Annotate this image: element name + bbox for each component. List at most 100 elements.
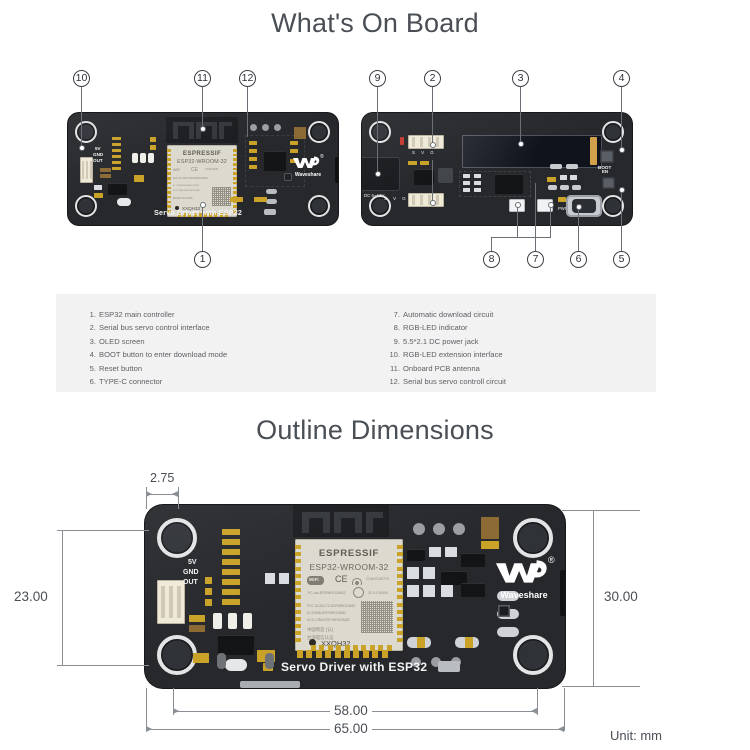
callout-8: 8	[483, 251, 500, 268]
leader-line-8-led1	[517, 205, 519, 237]
oled-screen	[462, 135, 602, 168]
leader-line-2-top	[432, 87, 434, 144]
servo-bus-connector-bottom	[408, 193, 444, 207]
mounting-hole	[75, 195, 97, 217]
power-led	[400, 137, 404, 145]
automatic-download-circuit	[459, 171, 531, 197]
leader-line-5	[621, 190, 623, 251]
leader-line-11	[202, 87, 204, 128]
callout-6: 6	[570, 251, 587, 268]
legend-item: 3. OLED screen	[82, 335, 227, 348]
wifi-mark-icon	[307, 576, 324, 585]
callout-7: 7	[527, 251, 544, 268]
oled-flex-cable	[590, 137, 597, 165]
mounting-hole	[602, 121, 624, 143]
callout-12: 12	[239, 70, 256, 87]
callout-5: 5	[613, 251, 630, 268]
registered-mark: ®	[320, 154, 324, 160]
leader-dot-1	[200, 203, 205, 207]
dim-arrow-65-left	[146, 726, 152, 732]
module-wifi-mark: WiFi	[173, 168, 181, 172]
callout-2: 2	[424, 70, 441, 87]
silk-servo-pins-top: S V G	[412, 150, 437, 155]
dim-tick-right-275	[178, 487, 179, 509]
whats-on-board-title: What's On Board	[271, 8, 479, 38]
leader-dot-5	[619, 188, 624, 192]
legend-text: RGB-LED extension interface	[403, 350, 503, 360]
module-code: XXQH32	[182, 206, 201, 211]
legend-text: TYPE-C connector	[99, 377, 163, 387]
silk-product-name: Servo Driver with ESP32	[281, 660, 428, 674]
leader-dot-10	[79, 146, 84, 150]
silk-out: OUT	[93, 158, 103, 163]
callout-1: 1	[194, 251, 211, 268]
legend-text: OLED screen	[99, 336, 145, 346]
mounting-hole	[513, 518, 553, 558]
dim-line-275	[146, 494, 178, 495]
silk-gnd: GND	[93, 152, 104, 157]
usb-connector-edge	[240, 681, 300, 688]
silk-out: OUT	[183, 579, 198, 586]
board-back-view: DC 6~12V S V G S V G	[362, 113, 632, 225]
silk-pwr: PWR	[558, 206, 568, 211]
legend-item: 9. 5.5*2.1 DC power jack	[386, 335, 506, 348]
silk-boot: BOOT	[598, 165, 612, 170]
boot-button[interactable]	[600, 150, 614, 163]
callout-10: 10	[73, 70, 90, 87]
legend-text: Onboard PCB antenna	[403, 363, 480, 373]
module-ce-mark: CE	[335, 574, 348, 584]
legend-number: 10.	[389, 350, 400, 360]
callout-11: 11	[194, 70, 211, 87]
legend-number: 9.	[393, 336, 400, 346]
mounting-hole	[602, 195, 624, 217]
leader-dot-11	[200, 127, 205, 131]
leader-line-2-bottom	[432, 160, 434, 202]
legend-column-left: 1. ESP32 main controller 2. Serial bus s…	[82, 308, 228, 388]
dim-ext-line-65-left	[146, 688, 147, 731]
leader-line-9	[377, 87, 379, 173]
legend-item: 8. RGB-LED indicator	[386, 321, 506, 334]
leader-line-8	[491, 237, 493, 251]
dim-ext-line-65-right	[564, 688, 565, 731]
callout-9: 9	[369, 70, 386, 87]
leader-dot-9	[375, 172, 380, 176]
legend-text: BOOT button to enter download mode	[99, 350, 228, 360]
mounting-hole	[513, 635, 553, 675]
module-part-number: ESP32-WROOM-32	[177, 159, 227, 165]
servo-bus-connector-top	[408, 135, 444, 149]
dim-ext-line-58-left	[173, 688, 174, 715]
leader-line-10	[81, 87, 83, 147]
legend-text: ESP32 main controller	[99, 310, 175, 319]
legend-item: 11. Onboard PCB antenna	[386, 362, 506, 375]
leader-dot-8-led1	[515, 203, 520, 207]
feature-legend-panel: 1. ESP32 main controller 2. Serial bus s…	[56, 294, 656, 392]
mounting-hole	[308, 195, 330, 217]
leader-line-3	[520, 87, 522, 143]
dim-arrow-275-left	[146, 491, 152, 497]
dim-ext-line-58-right	[537, 688, 538, 715]
dim-tick-left-275	[146, 487, 147, 509]
legend-text: Serial bus servo controll circuit	[403, 377, 506, 387]
dim-ext-line-30-bottom	[562, 686, 640, 687]
legend-column-right: 7. Automatic download circuit 8. RGB-LED…	[386, 308, 506, 388]
legend-item: 2. Serial bus servo control interface	[82, 321, 227, 334]
callout-4: 4	[613, 70, 630, 87]
leader-dot-4	[619, 148, 624, 152]
silk-product-name: Servo Driver with ESP32	[154, 208, 243, 217]
legend-number: 7.	[393, 310, 400, 319]
mounting-hole	[369, 121, 391, 143]
legend-number: 3.	[89, 336, 96, 346]
type-c-connector	[566, 195, 602, 217]
mounting-hole	[369, 195, 391, 217]
legend-item: 12. Serial bus servo controll circuit	[386, 375, 506, 388]
leader-dot-6	[576, 205, 581, 209]
silk-5v: 5V	[188, 559, 197, 566]
dim-ext-line-23-top	[57, 530, 149, 531]
reset-button[interactable]	[602, 177, 615, 189]
callout-3: 3	[512, 70, 529, 87]
legend-number: 11.	[390, 363, 400, 373]
leader-bracket-8b	[491, 237, 517, 239]
brand-name: Waveshare	[500, 590, 548, 600]
legend-number: 5.	[89, 363, 96, 373]
waveshare-logo: ® Waveshare	[289, 154, 327, 181]
